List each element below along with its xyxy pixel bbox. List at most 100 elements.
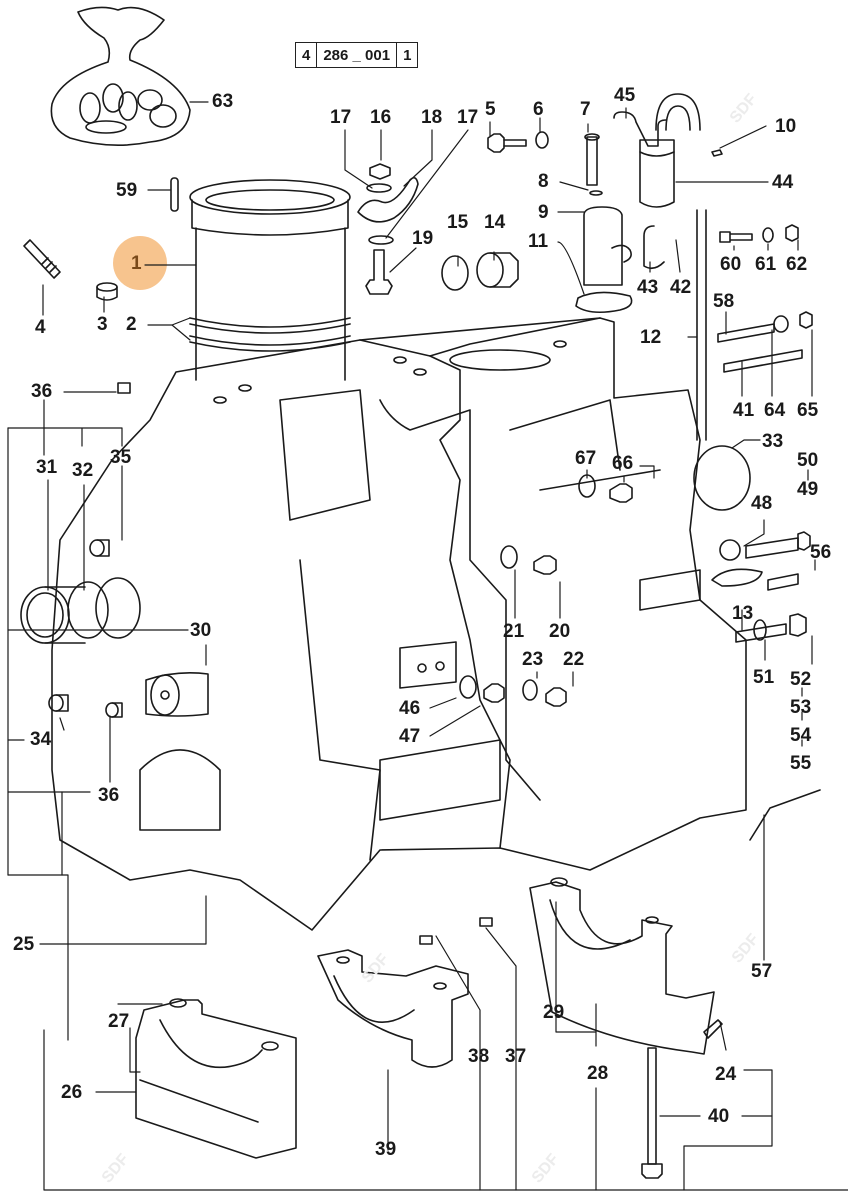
callout-10[interactable]: 10: [775, 116, 797, 137]
callout-2[interactable]: 2: [126, 314, 137, 335]
right-side-fittings: [693, 445, 821, 841]
callout-36[interactable]: 36: [98, 785, 120, 806]
oil-filter: [613, 93, 723, 270]
washer: [535, 131, 549, 149]
callout-60[interactable]: 60: [720, 254, 742, 275]
callout-8[interactable]: 8: [538, 171, 549, 192]
callout-5[interactable]: 5: [485, 99, 496, 120]
engine-block: [51, 317, 747, 931]
callout-40[interactable]: 40: [708, 1106, 730, 1127]
callout-27[interactable]: 27: [108, 1011, 130, 1032]
callout-52[interactable]: 52: [790, 669, 812, 690]
callout-46[interactable]: 46: [399, 698, 421, 719]
callout-43[interactable]: 43: [637, 277, 659, 298]
callout-56[interactable]: 56: [810, 542, 832, 563]
callout-47[interactable]: 47: [399, 726, 421, 747]
callout-32[interactable]: 32: [72, 460, 94, 481]
callout-41[interactable]: 41: [733, 400, 755, 421]
reference-code-group: 4: [296, 43, 318, 67]
callout-54[interactable]: 54: [790, 725, 812, 746]
oil-line-bracket-group: [357, 163, 419, 295]
stud: [23, 239, 61, 279]
callout-51[interactable]: 51: [753, 667, 775, 688]
callout-37[interactable]: 37: [505, 1046, 527, 1067]
callout-1[interactable]: 1: [131, 253, 142, 274]
main-bearing-bolt: [641, 1047, 663, 1179]
callout-34[interactable]: 34: [30, 729, 52, 750]
callout-28[interactable]: 28: [587, 1063, 609, 1084]
callout-13[interactable]: 13: [732, 603, 754, 624]
oil-pump-housing: [575, 133, 633, 314]
plug: [476, 252, 519, 288]
callout-9[interactable]: 9: [538, 202, 549, 223]
sealing-washer: [441, 255, 469, 291]
seal-kit-bag: [50, 6, 191, 146]
callout-25[interactable]: 25: [13, 934, 35, 955]
bolt-washer-nut: [719, 224, 799, 243]
callout-30[interactable]: 30: [190, 620, 212, 641]
nut: [96, 282, 118, 301]
callout-4[interactable]: 4: [35, 317, 46, 338]
callout-21[interactable]: 21: [503, 621, 525, 642]
rear-main-bearing-cap: [529, 877, 723, 1055]
callout-24[interactable]: 24: [715, 1064, 737, 1085]
callout-65[interactable]: 65: [797, 400, 819, 421]
callout-64[interactable]: 64: [764, 400, 786, 421]
callout-19[interactable]: 19: [412, 228, 434, 249]
callout-16[interactable]: 16: [370, 107, 392, 128]
cylinder-liner: [189, 179, 351, 381]
main-bearing-cap-middle: [317, 917, 493, 1068]
callout-49[interactable]: 49: [797, 479, 819, 500]
callout-12[interactable]: 12: [640, 327, 662, 348]
callout-61[interactable]: 61: [755, 254, 777, 275]
reference-code-sheet: 1: [403, 46, 412, 64]
callout-35[interactable]: 35: [110, 447, 132, 468]
callout-15[interactable]: 15: [447, 212, 469, 233]
callout-31[interactable]: 31: [36, 457, 58, 478]
callout-3[interactable]: 3: [97, 314, 108, 335]
callout-22[interactable]: 22: [563, 649, 585, 670]
callout-17[interactable]: 17: [330, 107, 352, 128]
callout-36[interactable]: 36: [31, 381, 53, 402]
main-bearing-cap-front: [135, 998, 297, 1159]
camshaft-bushes: [20, 577, 141, 644]
callout-38[interactable]: 38: [468, 1046, 490, 1067]
dowel-pin: [170, 177, 179, 212]
callout-59[interactable]: 59: [116, 180, 138, 201]
callout-62[interactable]: 62: [786, 254, 808, 275]
callout-63[interactable]: 63: [212, 91, 234, 112]
reference-code-box: 4 286 _ 001 1: [295, 42, 419, 68]
callout-33[interactable]: 33: [762, 431, 784, 452]
callout-58[interactable]: 58: [713, 291, 735, 312]
callout-23[interactable]: 23: [522, 649, 544, 670]
dipstick-tube: [696, 209, 707, 441]
callout-14[interactable]: 14: [484, 212, 506, 233]
callout-42[interactable]: 42: [670, 277, 692, 298]
callout-44[interactable]: 44: [772, 172, 794, 193]
callout-29[interactable]: 29: [543, 1002, 565, 1023]
leader-lines: [7, 101, 848, 1191]
callout-20[interactable]: 20: [549, 621, 571, 642]
callout-67[interactable]: 67: [575, 448, 597, 469]
callout-55[interactable]: 55: [790, 753, 812, 774]
callout-17[interactable]: 17: [457, 107, 479, 128]
callout-66[interactable]: 66: [612, 453, 634, 474]
bolt: [487, 133, 527, 153]
gallery-plugs: [399, 474, 633, 707]
callout-11[interactable]: 11: [528, 231, 549, 252]
callout-45[interactable]: 45: [614, 85, 636, 106]
callout-39[interactable]: 39: [375, 1139, 397, 1160]
threaded-plugs: [48, 382, 131, 718]
callout-48[interactable]: 48: [751, 493, 773, 514]
callout-18[interactable]: 18: [421, 107, 443, 128]
callout-50[interactable]: 50: [797, 450, 819, 471]
callout-53[interactable]: 53: [790, 697, 812, 718]
callout-57[interactable]: 57: [751, 961, 773, 982]
callout-26[interactable]: 26: [61, 1082, 83, 1103]
callout-7[interactable]: 7: [580, 99, 591, 120]
selected-callout-highlight: [113, 236, 167, 290]
cylinder-head-studs: [717, 311, 813, 373]
callout-6[interactable]: 6: [533, 99, 544, 120]
